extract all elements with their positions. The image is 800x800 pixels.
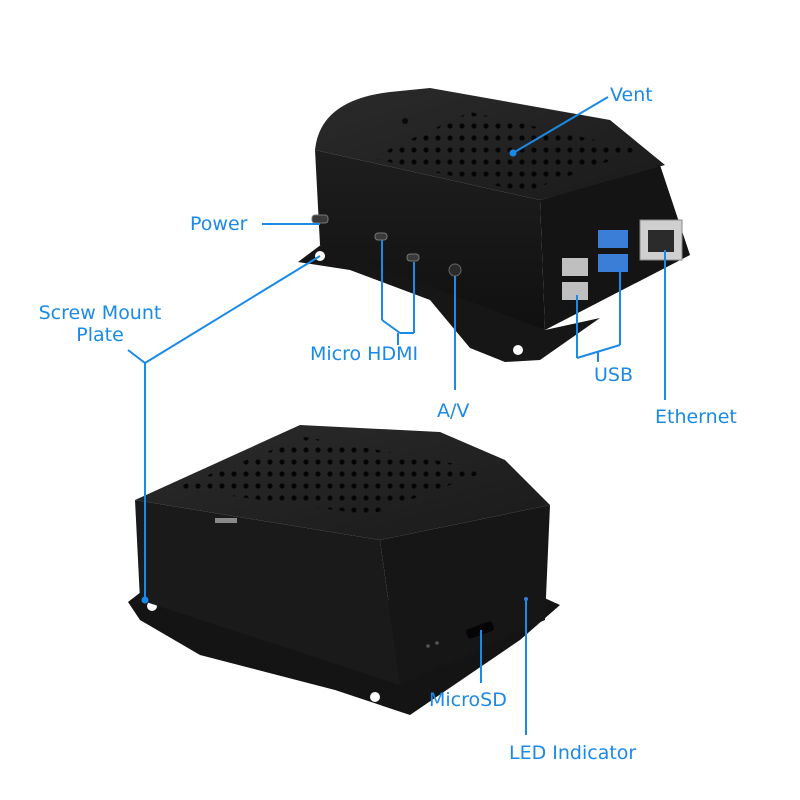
label-ethernet: Ethernet (655, 406, 737, 428)
screw-hole (370, 692, 380, 702)
label-screw-mount-plate: Screw Mount Plate (30, 302, 170, 346)
label-av: A/V (437, 400, 470, 422)
vent-grid (370, 112, 640, 192)
label-screw-mount-plate-line1: Screw Mount (38, 302, 162, 324)
callout-lines (127, 96, 666, 735)
usb-port (562, 258, 588, 276)
av-jack (448, 263, 462, 277)
label-led-indicator: LED Indicator (509, 742, 637, 764)
vent-grid (175, 437, 490, 515)
power-port (311, 214, 329, 224)
bottom-case (128, 425, 560, 715)
label-power: Power (190, 213, 248, 235)
usb3-port (598, 230, 628, 248)
label-usb: USB (594, 364, 634, 386)
usb3-port (598, 254, 628, 272)
usb-port (562, 282, 588, 300)
micro-hdmi-port (406, 253, 420, 262)
top-case (298, 88, 690, 362)
label-vent: Vent (610, 84, 653, 106)
label-screw-mount-plate-line2: Plate (76, 324, 124, 346)
screw-hole (513, 345, 523, 355)
micro-hdmi-port (374, 232, 388, 241)
label-microsd: MicroSD (429, 689, 507, 711)
label-micro-hdmi: Micro HDMI (310, 343, 419, 365)
